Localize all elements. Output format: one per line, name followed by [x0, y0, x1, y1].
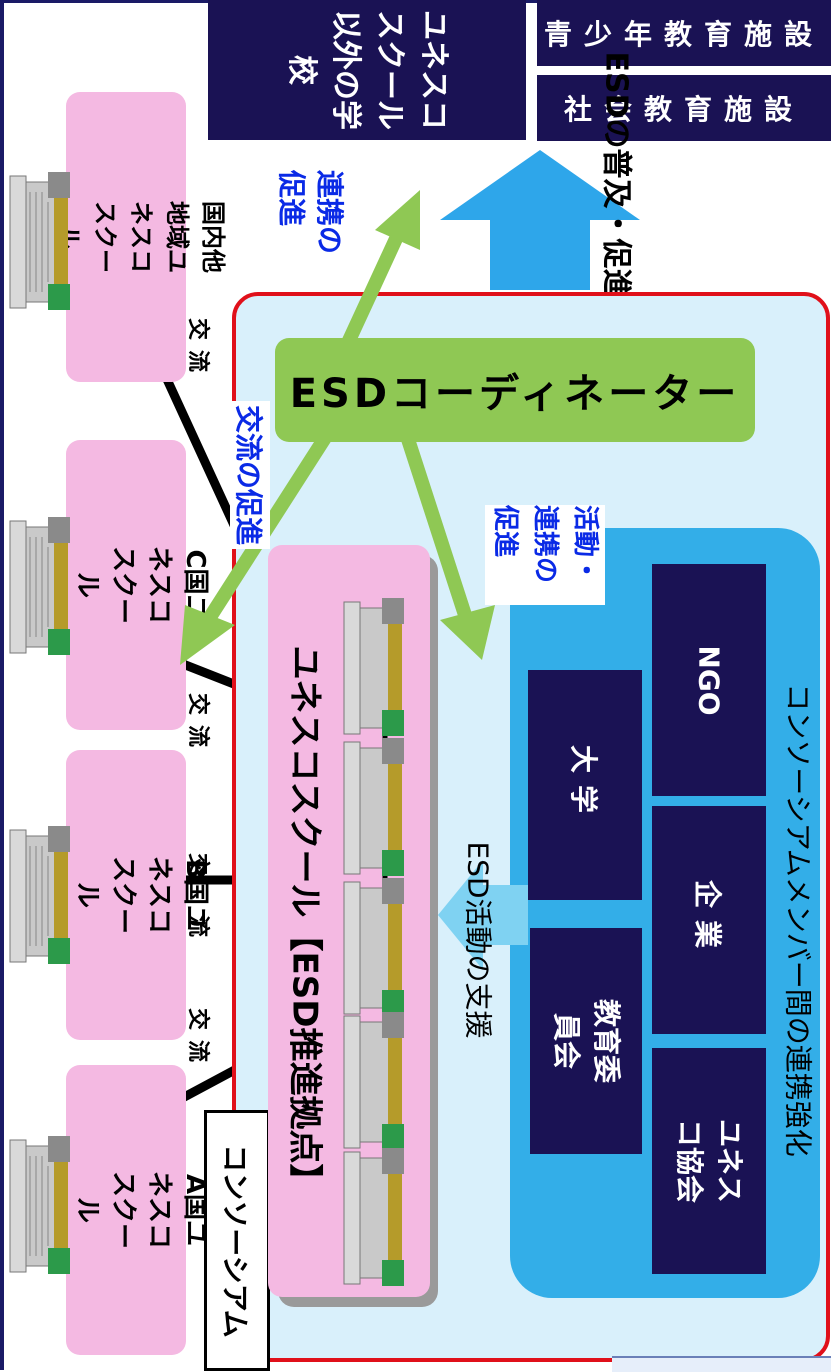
- youth-facility-wrap: 青少年教育施設: [537, 0, 831, 66]
- a-school-box: [66, 1065, 186, 1355]
- arrow-activity-head: [440, 605, 495, 660]
- domestic-school-box: [66, 92, 186, 382]
- school-building-icon: [343, 878, 404, 1016]
- promote-activity-wrap: 活動・連携の促進: [485, 455, 605, 655]
- arrow-exchange-head: [180, 605, 235, 665]
- promote-exchange-label: 交流の促進: [230, 400, 271, 550]
- company-box: [652, 806, 766, 1034]
- youth-facility-label: 青少年教育施設: [543, 18, 824, 51]
- school-building-icon: [343, 1012, 404, 1150]
- coordinator-label: ESDコーディネーター: [289, 371, 741, 417]
- page-border-left: [0, 0, 4, 1370]
- social-facility-label: 社会教育施設: [563, 93, 804, 126]
- promote-exchange-wrap: 交流の促進: [220, 375, 280, 575]
- school-building-icon: [343, 1148, 404, 1286]
- support-arrow: [438, 860, 528, 970]
- promote-link-label: 連携の促進: [275, 170, 346, 255]
- other-schools-box: [208, 0, 526, 140]
- school-building-icon: [9, 517, 70, 655]
- promote-link-wrap: 連携の促進: [260, 160, 360, 280]
- social-facility-wrap: 社会教育施設: [537, 75, 831, 141]
- university-box: [528, 670, 642, 900]
- ngo-box: [652, 564, 766, 796]
- corner-box: [612, 1356, 831, 1372]
- coordinator-wrap: ESDコーディネーター: [275, 338, 755, 442]
- school-building-icon: [9, 1136, 70, 1274]
- coordinator-box: [275, 338, 755, 442]
- unesco-assoc-box: [652, 1048, 766, 1274]
- arrow-activity-shaft: [398, 427, 472, 618]
- arrow-link-head: [375, 190, 420, 250]
- c-school-box: [66, 440, 186, 730]
- b-school-box: [66, 750, 186, 1040]
- school-building-icon: [343, 738, 404, 876]
- social-facility-box: [537, 75, 831, 141]
- board-box: [530, 928, 642, 1154]
- spread-arrow: [440, 150, 640, 290]
- school-building-icon: [343, 598, 404, 736]
- promote-activity-label: 活動・連携の促進: [485, 505, 605, 605]
- youth-facility-box: [537, 0, 831, 66]
- school-building-icon: [9, 826, 70, 964]
- school-building-icon: [9, 172, 70, 310]
